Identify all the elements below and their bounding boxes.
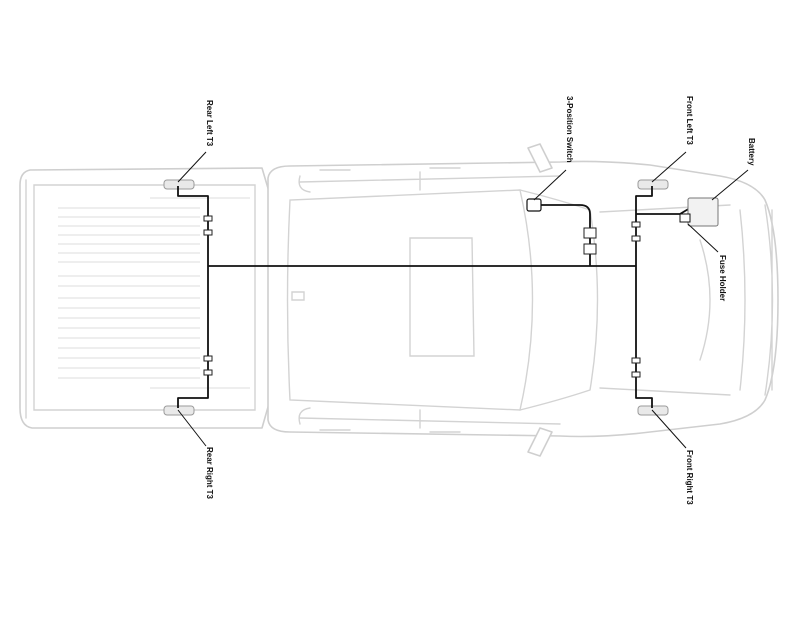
rear-right-wire: [177, 266, 209, 408]
fuel-door: [291, 291, 305, 301]
pointer-rear-right: [177, 409, 207, 447]
bed-ribs: [58, 197, 250, 389]
pointer-battery: [711, 169, 749, 201]
pointer-switch: [533, 169, 567, 201]
label-front-right: Front Right T3: [685, 450, 694, 505]
rear-left-light: [163, 179, 195, 190]
switch-harness-connector: [583, 227, 597, 239]
mirror-left: [527, 143, 553, 173]
mirror-right: [527, 427, 553, 457]
battery-icon: [687, 197, 719, 227]
front-left-wire: [635, 186, 653, 266]
switch-icon: [526, 198, 542, 212]
rear-right-connector: [203, 355, 213, 362]
label-switch: 3-Position Switch: [565, 96, 574, 163]
switch-harness-connector-b: [583, 243, 597, 255]
connectors: [203, 215, 641, 378]
windshield-line: [519, 189, 599, 411]
pointer-front-right: [651, 409, 687, 449]
sunroof: [409, 237, 475, 357]
truck-cab-body: [267, 160, 779, 438]
pointer-rear-left: [177, 151, 207, 183]
label-battery: Battery: [747, 138, 756, 166]
pointer-fuse: [687, 223, 719, 253]
front-right-connector: [631, 357, 641, 364]
label-fuse-holder: Fuse Holder: [718, 255, 727, 301]
label-pointers: [177, 151, 749, 449]
switch-wire: [538, 204, 591, 266]
door-handles: [319, 167, 461, 433]
front-right-connector-b: [631, 371, 641, 378]
door-lines: [298, 171, 561, 429]
front-right-wire: [635, 266, 653, 408]
fuse-holder-icon: [679, 213, 691, 223]
front-bumper: [764, 204, 774, 396]
label-rear-left: Rear Left T3: [205, 100, 214, 147]
rear-right-connector-b: [203, 369, 213, 376]
label-front-left: Front Left T3: [685, 96, 694, 145]
front-left-connector: [631, 221, 641, 228]
hood-lines: [599, 204, 746, 396]
rear-left-connector-b: [203, 229, 213, 236]
rear-left-connector: [203, 215, 213, 222]
label-rear-right: Rear Right T3: [205, 447, 214, 500]
front-left-light: [637, 179, 669, 190]
pointer-front-left: [651, 151, 687, 183]
front-left-connector-b: [631, 235, 641, 242]
